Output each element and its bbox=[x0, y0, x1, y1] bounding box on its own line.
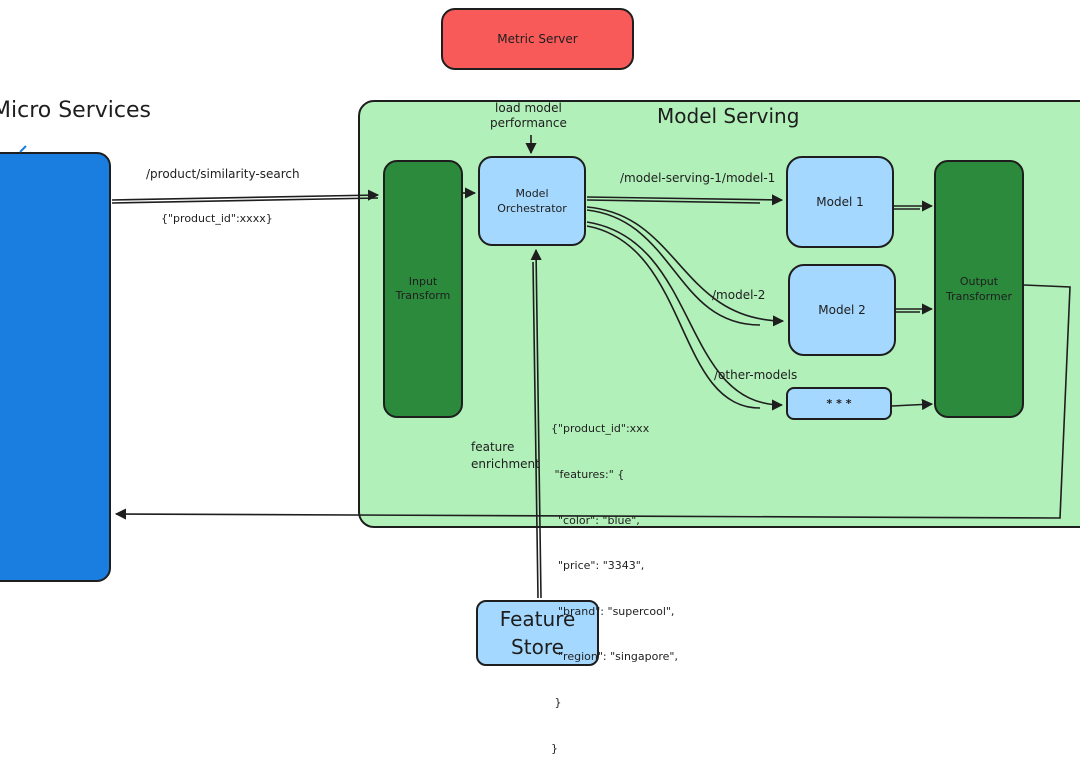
other-models-label: * * * bbox=[826, 397, 852, 410]
feature-enrichment-label: feature enrichment bbox=[471, 440, 540, 471]
response-arrow bbox=[114, 284, 1071, 520]
input-transform-node: Input Transform bbox=[383, 160, 463, 418]
route-model-1-label: /model-serving-1/model-1 bbox=[620, 171, 776, 185]
route-other-label: /other-models bbox=[714, 368, 798, 382]
orchestrator-to-others-arrow bbox=[586, 221, 784, 411]
orchestrator-to-model2-arrow bbox=[586, 206, 785, 327]
metric-server-label: Metric Server bbox=[497, 32, 578, 46]
payload-line: } bbox=[551, 741, 558, 755]
payload-line: {"product_id":xxx bbox=[551, 422, 650, 436]
metric-server-node: Metric Server bbox=[441, 8, 634, 70]
model-1-node: Model 1 bbox=[786, 156, 894, 248]
request-arrow-double bbox=[111, 197, 379, 204]
model-orchestrator-label: Model Orchestrator bbox=[497, 187, 567, 215]
connectors bbox=[19, 135, 1071, 599]
output-transformer-label: Output Transformer bbox=[945, 275, 1012, 303]
payload-line: "region": "singapore", bbox=[551, 650, 678, 664]
request-body-label: {"product_id":xxxx} bbox=[161, 212, 273, 225]
feature-payload: {"product_id":xxx "features:" { "color":… bbox=[551, 391, 678, 771]
input-transform-label: Input Transform bbox=[395, 275, 451, 302]
request-arrow bbox=[111, 189, 380, 201]
payload-line: "price": "3343", bbox=[551, 559, 645, 573]
route-model-2-label: /model-2 bbox=[712, 288, 766, 302]
request-path-label: /product/similarity-search bbox=[146, 167, 300, 181]
payload-line: "brand": "supercool", bbox=[551, 604, 675, 618]
model-serving-title: Model Serving bbox=[657, 104, 800, 128]
output-transformer-node: Output Transformer bbox=[934, 160, 1024, 418]
feature-store-node: Feature Store bbox=[476, 600, 599, 666]
micro-services-title: Micro Services bbox=[0, 98, 151, 123]
model-2-label: Model 2 bbox=[818, 303, 866, 317]
model-orchestrator-node: Model Orchestrator bbox=[478, 156, 586, 246]
payload-line: "features:" { bbox=[551, 468, 625, 482]
feature-store-to-orchestrator-arrow bbox=[530, 248, 542, 599]
model-2-node: Model 2 bbox=[788, 264, 896, 356]
model-1-label: Model 1 bbox=[816, 195, 864, 209]
feature-store-label: Feature Store bbox=[499, 607, 576, 659]
orchestrator-to-model1-arrow bbox=[586, 194, 784, 206]
other-models-node: * * * bbox=[786, 387, 892, 420]
micro-services-box bbox=[0, 152, 111, 582]
load-model-performance-label: load model performance bbox=[490, 101, 567, 130]
others-to-output-arrow bbox=[891, 398, 934, 411]
payload-line: } bbox=[551, 696, 562, 710]
